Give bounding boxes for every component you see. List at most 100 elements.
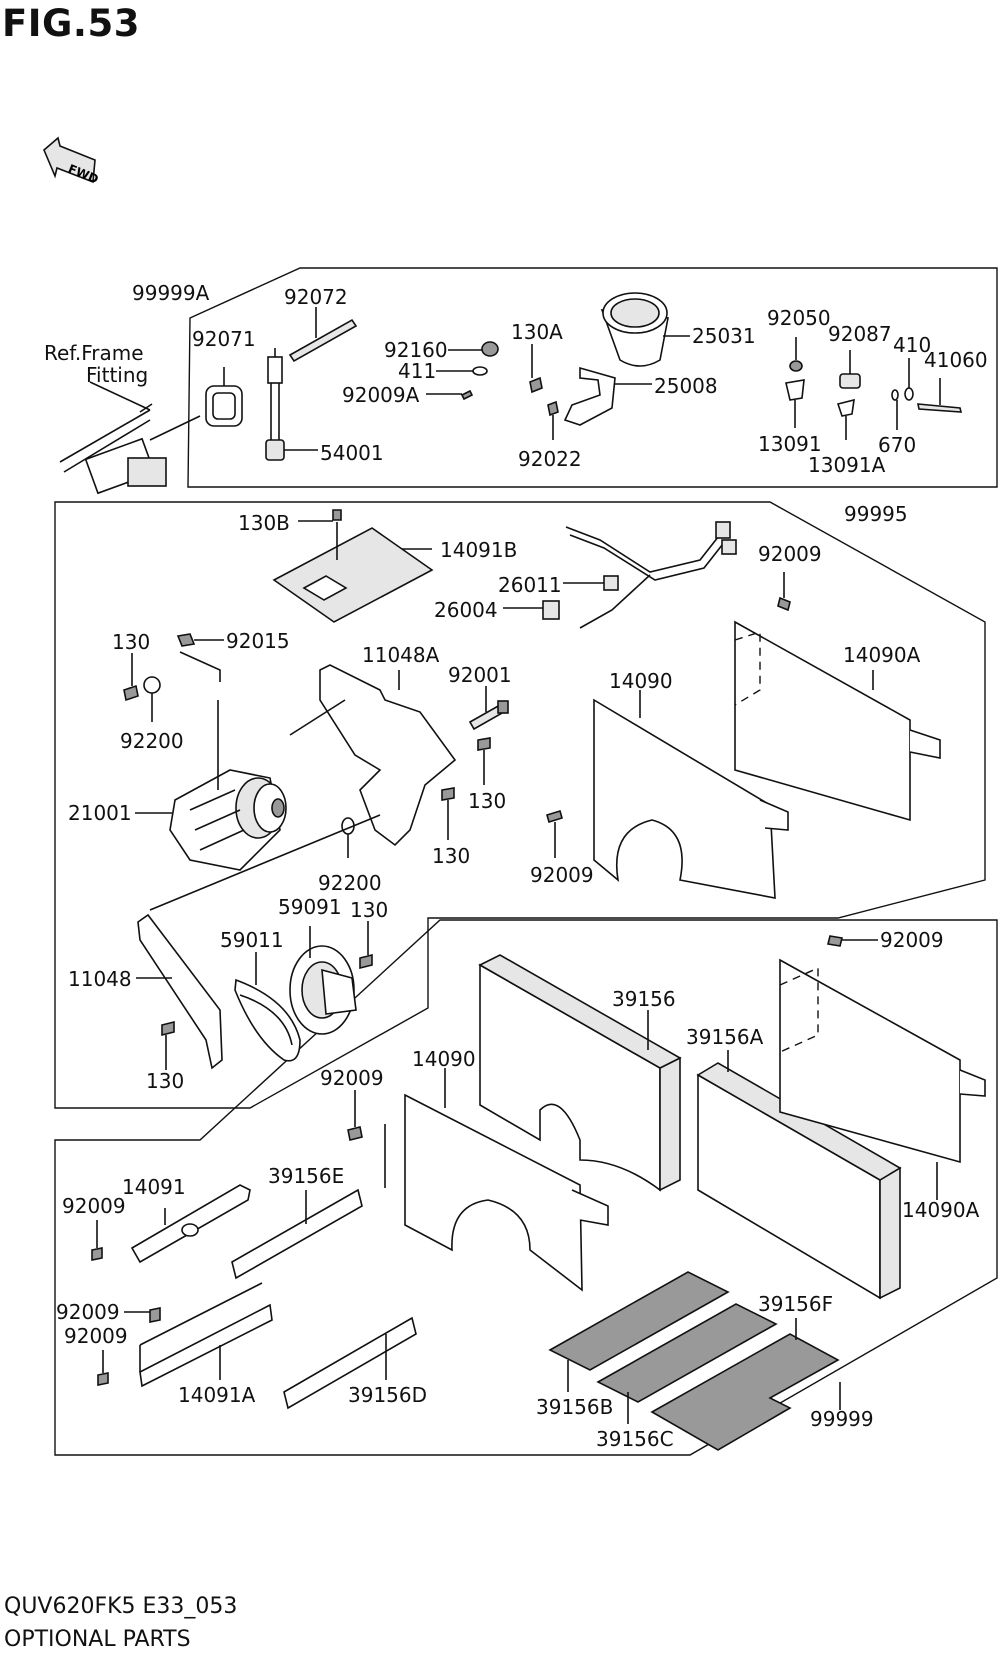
part-labels: Ref.Frame Fitting 99999A 92072 92071 921… xyxy=(44,281,988,1451)
label-99995: 99995 xyxy=(844,502,908,526)
part-92022-bolt xyxy=(547,400,559,417)
part-39156B-mat xyxy=(548,1271,730,1371)
label-92087: 92087 xyxy=(828,322,892,346)
part-14090A-shield-lower xyxy=(779,958,961,1164)
label-92009-b: 92009 xyxy=(530,863,594,887)
part-11048-arm xyxy=(137,913,223,1070)
part-130-bolt-c xyxy=(441,787,455,801)
label-39156A: 39156A xyxy=(686,1025,764,1049)
footer-name: OPTIONAL PARTS xyxy=(4,1627,191,1652)
label-54001: 54001 xyxy=(320,441,384,465)
label-130B: 130B xyxy=(238,511,290,535)
part-21001-alternator xyxy=(169,769,287,871)
label-92071: 92071 xyxy=(192,327,256,351)
label-130-b: 130 xyxy=(468,789,506,813)
label-92009-f: 92009 xyxy=(56,1300,120,1324)
label-25008: 25008 xyxy=(654,374,718,398)
part-14090-shield-lower xyxy=(404,1093,583,1292)
part-92009A-screw xyxy=(460,389,474,401)
ref-frame-fitting-sketch xyxy=(59,403,167,495)
label-39156F: 39156F xyxy=(758,1292,833,1316)
label-92200-b: 92200 xyxy=(318,871,382,895)
label-130-d: 130 xyxy=(350,898,388,922)
part-54001-cable xyxy=(265,348,285,461)
label-92200-a: 92200 xyxy=(120,729,184,753)
label-26004: 26004 xyxy=(434,598,498,622)
label-410: 410 xyxy=(893,333,931,357)
section-frame-meter xyxy=(187,267,998,488)
part-25008-bracket xyxy=(563,366,616,426)
part-92087-fitting xyxy=(839,373,861,389)
label-99999A: 99999A xyxy=(132,281,210,305)
part-130-bolt-d xyxy=(359,953,373,970)
ref-note-line2: Fitting xyxy=(86,363,148,387)
footer-code: QUV620FK5 E33_053 xyxy=(4,1594,238,1619)
part-59091-pulley xyxy=(289,945,357,1035)
label-59011: 59011 xyxy=(220,928,284,952)
label-92009-e: 92009 xyxy=(62,1194,126,1218)
part-14090A-shield-upper xyxy=(734,620,911,822)
label-92009-g: 92009 xyxy=(64,1324,128,1348)
part-14091A-bracket xyxy=(139,1303,273,1388)
label-92009A: 92009A xyxy=(342,383,420,407)
part-39156-foam xyxy=(479,963,661,1192)
label-92001: 92001 xyxy=(448,663,512,687)
part-92050-nut xyxy=(789,360,803,372)
part-14090-shield-upper xyxy=(593,698,776,899)
label-14091B: 14091B xyxy=(440,538,517,562)
part-92009-screw-f xyxy=(149,1307,161,1323)
part-92009-screw-d xyxy=(827,935,843,947)
part-92009-screw-e xyxy=(91,1247,103,1261)
label-670: 670 xyxy=(878,433,916,457)
label-13091: 13091 xyxy=(758,432,822,456)
part-92160-nut xyxy=(481,341,499,357)
part-92072-strap xyxy=(288,318,358,363)
part-39156D-strip xyxy=(283,1316,417,1410)
part-130A-bolt xyxy=(529,376,543,394)
part-130-bolt-b xyxy=(477,737,491,751)
label-14090-b: 14090 xyxy=(412,1047,476,1071)
part-130-bolt-a xyxy=(123,684,139,702)
label-92009-d: 92009 xyxy=(880,928,944,952)
part-11048A-bracket xyxy=(319,664,457,847)
part-411-washer xyxy=(472,366,488,376)
part-92200-washer-a xyxy=(143,676,161,694)
label-39156B: 39156B xyxy=(536,1395,613,1419)
part-13091A-plate xyxy=(836,398,855,417)
label-25031: 25031 xyxy=(692,324,756,348)
label-39156: 39156 xyxy=(612,987,676,1011)
label-92009-c: 92009 xyxy=(320,1066,384,1090)
label-130-e: 130 xyxy=(146,1069,184,1093)
figure-title: FIG.53 xyxy=(2,2,140,45)
label-92160: 92160 xyxy=(384,338,448,362)
label-92009-a: 92009 xyxy=(758,542,822,566)
label-11048: 11048 xyxy=(68,967,132,991)
label-21001: 21001 xyxy=(68,801,132,825)
part-92009-screw-b xyxy=(546,809,563,824)
label-14091A: 14091A xyxy=(178,1383,256,1407)
label-92050: 92050 xyxy=(767,306,831,330)
fwd-arrow-icon: FWD xyxy=(43,136,101,186)
label-130A: 130A xyxy=(511,320,563,344)
label-92022: 92022 xyxy=(518,447,582,471)
label-14090A-a: 14090A xyxy=(843,643,921,667)
part-92009-screw-a xyxy=(777,596,791,612)
part-92009-screw-c xyxy=(347,1126,363,1141)
part-26011-harness xyxy=(565,521,737,629)
part-14091B-cover xyxy=(272,527,434,623)
part-130B-bolt xyxy=(332,509,342,521)
label-92015: 92015 xyxy=(226,629,290,653)
part-92009-screw-g xyxy=(97,1372,109,1386)
section-frame-alternator xyxy=(54,501,986,1109)
ref-note-line1: Ref.Frame xyxy=(44,341,144,365)
part-670-ring xyxy=(891,389,899,401)
part-41060-shaft xyxy=(917,403,963,413)
label-99999: 99999 xyxy=(810,1407,874,1431)
label-13091A: 13091A xyxy=(808,453,886,477)
section-frame-insulation xyxy=(54,919,998,1456)
label-39156C: 39156C xyxy=(596,1427,674,1451)
label-92072: 92072 xyxy=(284,285,348,309)
label-41060: 41060 xyxy=(924,348,988,372)
part-13091-plate xyxy=(785,379,805,401)
label-14091: 14091 xyxy=(122,1175,186,1199)
